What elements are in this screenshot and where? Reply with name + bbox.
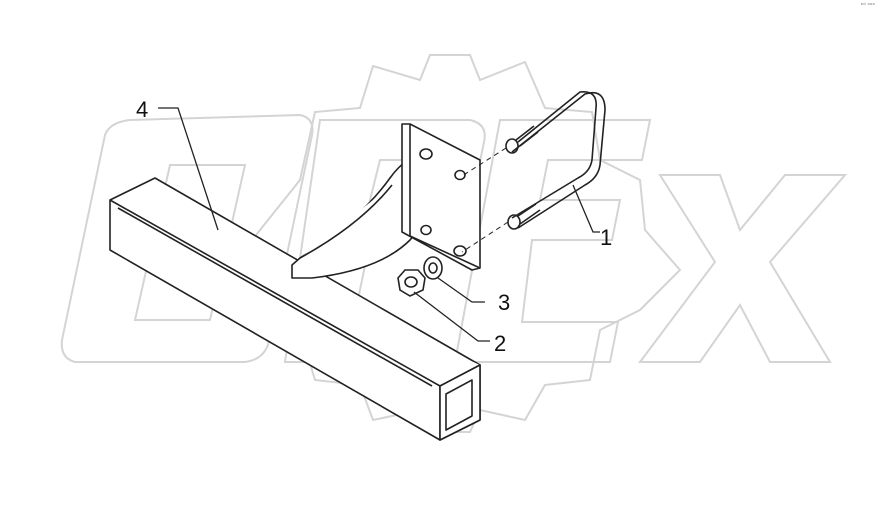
corner-mark: ᵉᵈ ᵒᵒᵒ <box>860 2 875 9</box>
callout-4: 4 <box>136 97 148 122</box>
u-bolt <box>505 91 606 230</box>
callout-1: 1 <box>600 225 612 250</box>
dash-lines <box>461 147 509 253</box>
nut <box>397 269 426 297</box>
square-tube-beam <box>109 177 481 441</box>
callout-2: 2 <box>494 331 506 356</box>
callout-3: 3 <box>498 290 510 315</box>
mounting-bracket <box>291 123 481 279</box>
leader-lines <box>158 107 600 342</box>
washer <box>423 256 443 280</box>
